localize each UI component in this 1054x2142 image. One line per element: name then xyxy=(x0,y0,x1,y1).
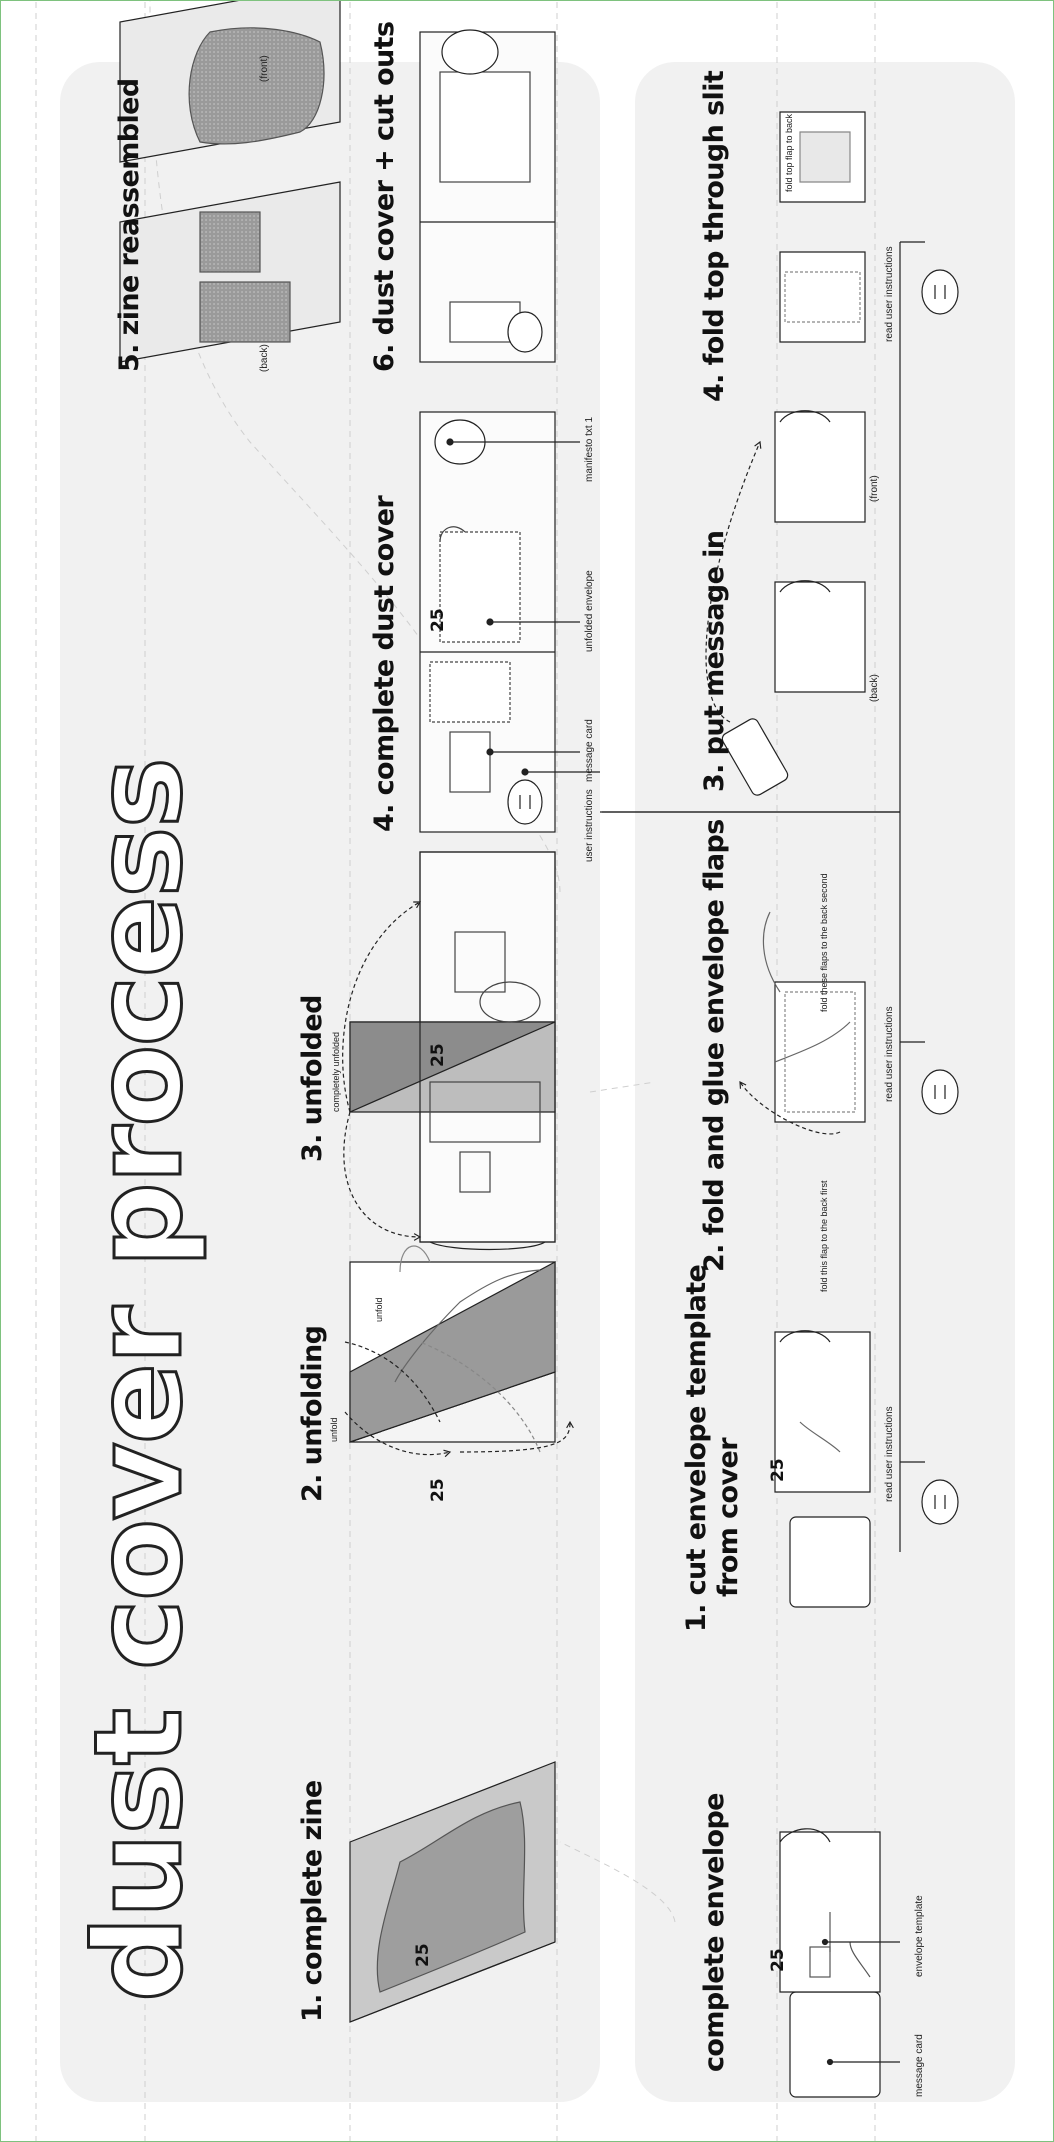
envelope-fold-glue-illustration xyxy=(739,911,866,1135)
envelope-cut-illustration xyxy=(774,1330,871,1608)
zine-unfolding-illustration xyxy=(344,1245,574,1458)
dust-cover-cutouts-illustration xyxy=(419,29,556,363)
envelope-slit-illustration xyxy=(779,111,866,343)
dust-cover-complete-illustration xyxy=(419,411,900,833)
zine-reassembled-illustration xyxy=(119,0,341,363)
zine-unfolded-illustration xyxy=(342,851,556,1251)
instructions-timeline xyxy=(602,241,959,1552)
envelope-message-illustration xyxy=(705,410,866,796)
zine-complete-illustration xyxy=(349,1761,556,2023)
envelope-complete-illustration xyxy=(779,1828,900,2098)
